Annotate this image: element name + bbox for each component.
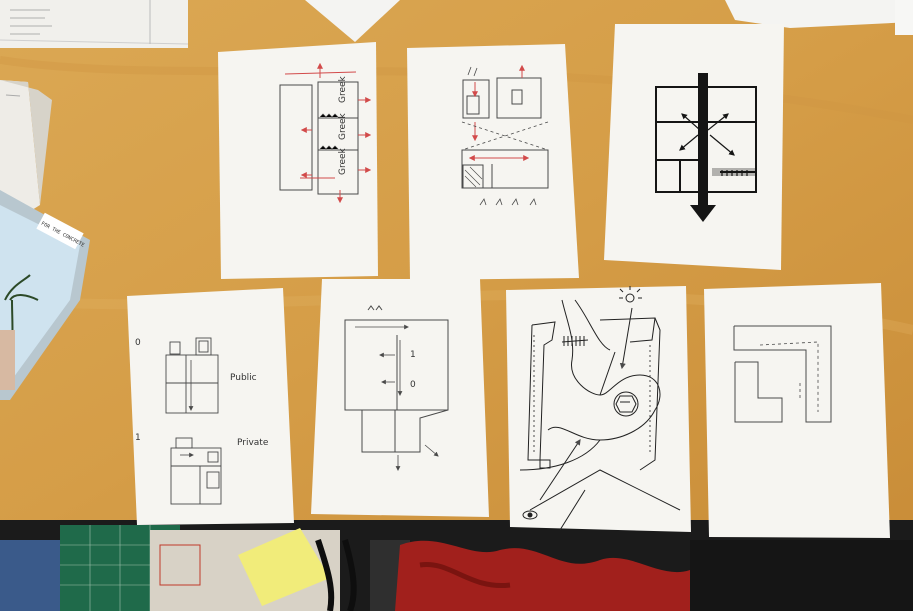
sketch-1-label-a: Greek bbox=[338, 75, 348, 103]
sketch-1-label-b: Greek bbox=[338, 112, 348, 140]
sketch-1-label-c: Greek bbox=[338, 147, 348, 175]
book-top-left bbox=[0, 0, 188, 48]
sketch-5-flow-plan: 1 0 bbox=[311, 279, 489, 517]
sketch-6-site-perspective bbox=[506, 286, 691, 532]
sketch-4-public-private-plans: 0 Public 1 Private bbox=[127, 288, 294, 525]
sketch-5-label-1: 1 bbox=[410, 350, 416, 360]
sketch-7-l-shape-plan bbox=[704, 283, 890, 538]
sketch-5-label-0: 0 bbox=[410, 380, 416, 390]
sketch-4-public-label: Public bbox=[230, 373, 257, 383]
sketch-1-zoned-strip-plan: Greek Greek Greek bbox=[218, 42, 378, 279]
sketch-3-marker-cross-plan bbox=[604, 24, 784, 270]
sketch-4-level-0: 0 bbox=[135, 338, 141, 348]
sketch-4-level-1: 1 bbox=[135, 433, 141, 443]
sketch-2-two-room-plan bbox=[407, 44, 579, 280]
blue-crate bbox=[0, 540, 60, 611]
paper-edge-right bbox=[895, 0, 913, 35]
sketch-4-private-label: Private bbox=[237, 438, 269, 448]
